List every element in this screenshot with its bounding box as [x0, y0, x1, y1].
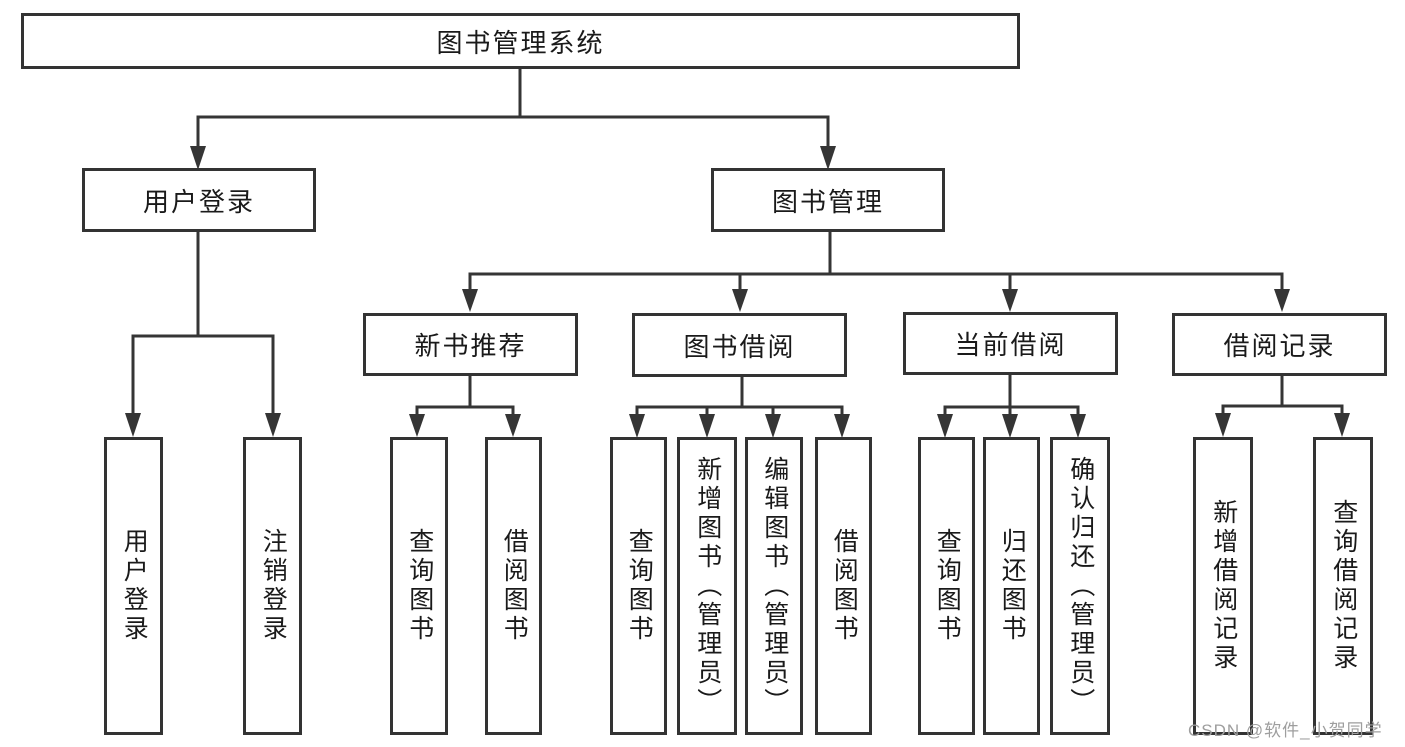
arrowhead	[1002, 414, 1018, 438]
leaf-query-borrow-record: 查询借阅记录	[1313, 437, 1373, 735]
node-user-login: 用户登录	[82, 168, 316, 232]
arrowhead	[765, 414, 781, 438]
leaf-user-login: 用户登录	[104, 437, 163, 735]
leaf-logout: 注销登录	[243, 437, 302, 735]
connector-book-borrow-to-leaves	[635, 376, 844, 416]
connector-book-mgmt-to-level3	[468, 231, 1284, 291]
connector-current-borrow-to-leaves	[943, 374, 1080, 416]
arrowhead	[1274, 289, 1290, 312]
leaf-borrow-books: 借阅图书	[815, 437, 872, 735]
arrowhead	[834, 414, 850, 438]
arrowhead	[699, 414, 715, 438]
node-root-library-system: 图书管理系统	[21, 13, 1020, 69]
leaf-add-borrow-record: 新增借阅记录	[1193, 437, 1253, 735]
connector-records-to-leaves	[1221, 375, 1344, 416]
leaf-query-books-recommend: 查询图书	[390, 437, 448, 735]
arrowhead	[462, 289, 478, 312]
node-book-management: 图书管理	[711, 168, 945, 232]
arrowhead	[629, 414, 645, 438]
arrowhead	[409, 414, 425, 437]
node-new-book-recommend: 新书推荐	[363, 313, 578, 376]
leaf-return-books: 归还图书	[983, 437, 1040, 735]
csdn-watermark: CSDN @软件_小贺同学	[1188, 721, 1383, 740]
leaf-query-books-current: 查询图书	[918, 437, 975, 735]
arrowhead	[190, 146, 206, 170]
leaf-borrow-books-recommend: 借阅图书	[485, 437, 542, 735]
arrowhead	[820, 146, 836, 170]
node-borrow-records: 借阅记录	[1172, 313, 1387, 376]
arrowhead	[505, 414, 521, 437]
arrowhead	[1070, 414, 1086, 438]
node-book-borrow: 图书借阅	[632, 313, 847, 377]
leaf-add-books-admin: 新增图书（管理员）	[677, 437, 737, 735]
arrowhead	[125, 413, 141, 437]
leaf-query-books-borrow: 查询图书	[610, 437, 667, 735]
connector-user-login-to-leaves	[131, 231, 275, 414]
arrowhead	[265, 413, 281, 437]
arrowhead	[937, 414, 953, 438]
node-current-borrow: 当前借阅	[903, 312, 1118, 375]
arrowhead	[1002, 289, 1018, 312]
connector-root-to-level2	[196, 68, 830, 148]
arrowhead	[1215, 413, 1231, 437]
leaf-confirm-return-admin: 确认归还（管理员）	[1050, 437, 1110, 735]
leaf-edit-books-admin: 编辑图书（管理员）	[745, 437, 803, 735]
connector-new-book-to-leaves	[415, 375, 515, 416]
arrowhead	[1334, 413, 1350, 437]
arrowhead	[732, 289, 748, 312]
